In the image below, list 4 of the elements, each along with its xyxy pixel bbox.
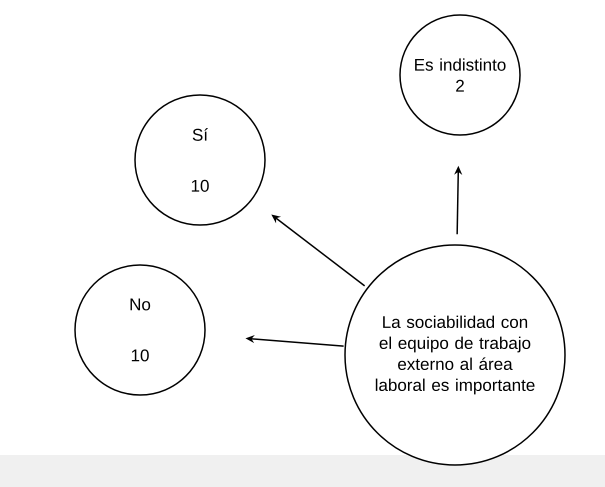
circle-node: Sí 10: [134, 94, 266, 226]
circle-node: La sociabilidad con el equipo de trabajo externo al área laboral es importante: [344, 244, 566, 466]
circle-node: No 10: [74, 264, 206, 396]
circle-node: Es indistinto 2: [399, 14, 521, 136]
